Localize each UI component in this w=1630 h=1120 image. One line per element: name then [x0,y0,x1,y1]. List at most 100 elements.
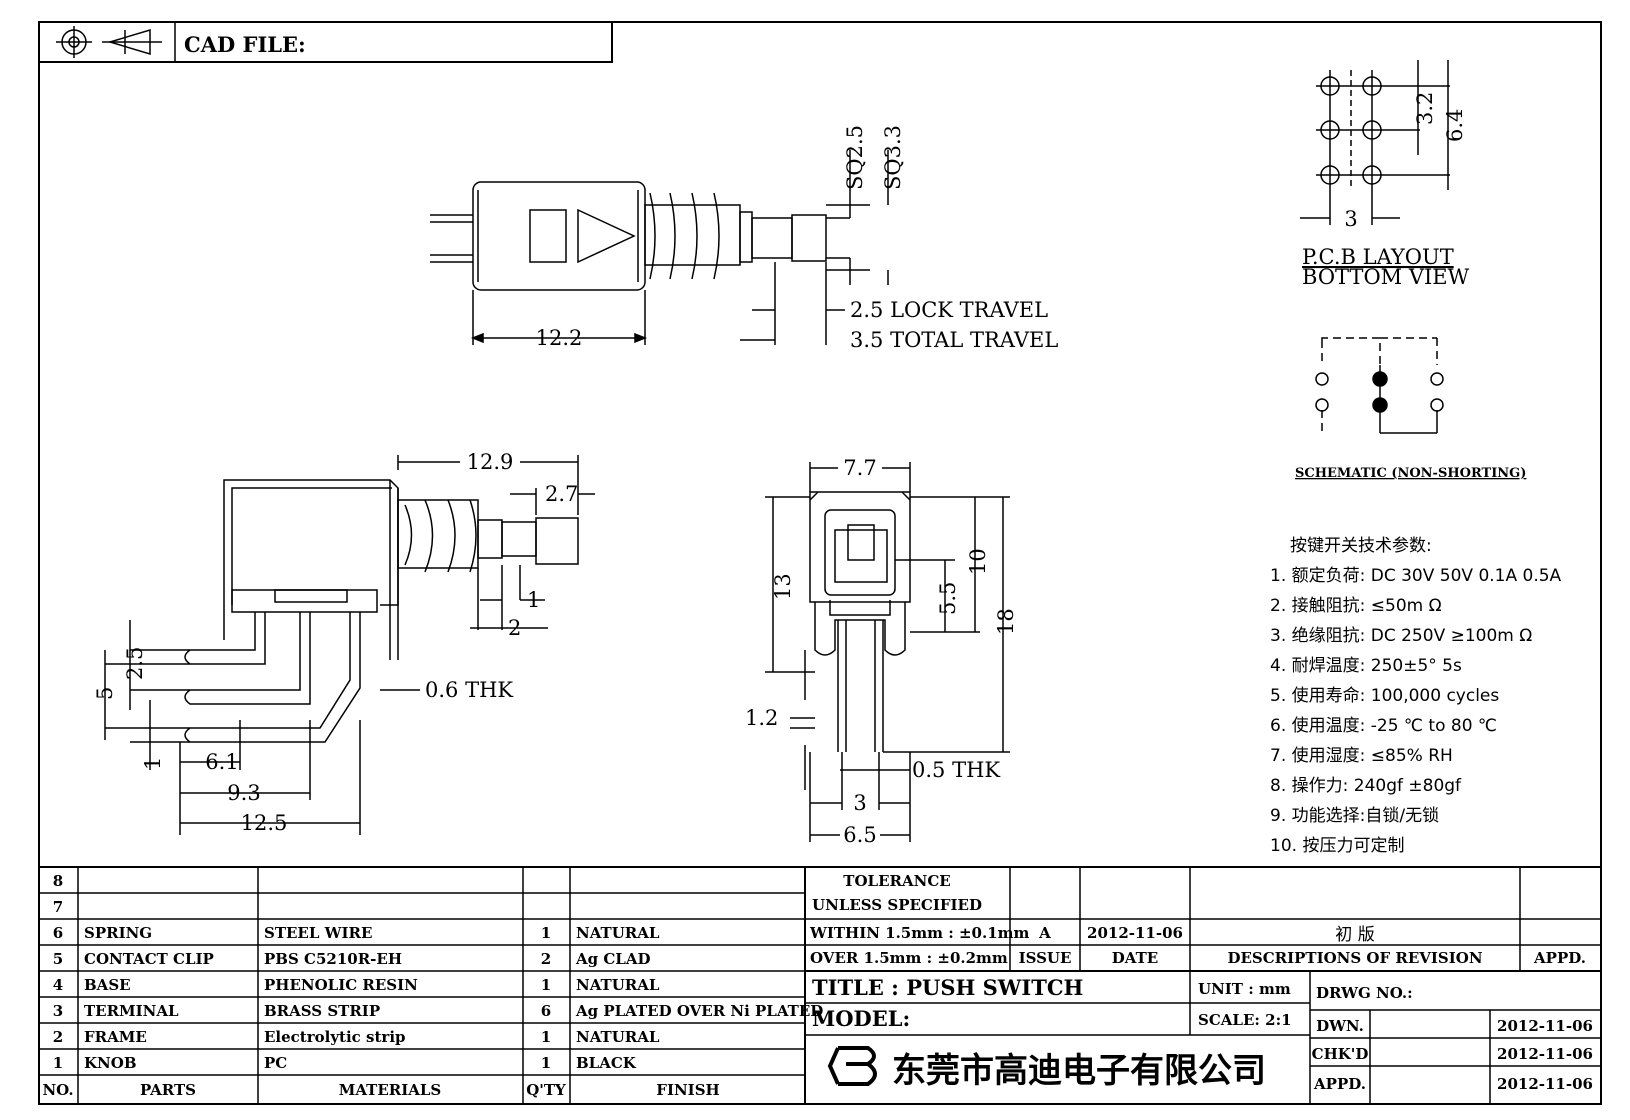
company-logo-icon [827,1046,877,1086]
bom-cell-qty: 1 [541,1054,551,1072]
projection-symbol-icon [56,26,162,58]
unit-label: UNIT : mm [1198,980,1291,998]
bom-cell-no: 4 [53,976,63,994]
bom-table [39,866,1601,1104]
bom-cell-no: 1 [53,1054,63,1072]
front-dim-3: 3 [853,791,866,815]
bom-cell-material: PHENOLIC RESIN [264,976,418,994]
specs-list: 按键开关技术参数: 1. 额定负荷: DC 30V 50V 0.1A 0.5A … [1270,536,1562,856]
spec-item: 1. 额定负荷: DC 30V 50V 0.1A 0.5A [1270,566,1562,586]
title-label: TITLE : PUSH SWITCH [812,975,1083,1000]
bom-cell-part: FRAME [84,1028,147,1046]
bom-cell-material: BRASS STRIP [264,1002,380,1020]
spec-item: 5. 使用寿命: 100,000 cycles [1270,685,1499,706]
bom-cell-no: 6 [53,924,63,942]
bom-cell-no: 3 [53,1002,63,1020]
bom-cell-qty: 2 [541,950,551,968]
chkd-date: 2012-11-06 [1497,1045,1593,1063]
side-dim-1: 1 [527,588,540,612]
schematic: SCHEMATIC (NON-SHORTING) [1295,337,1526,481]
header-block: CAD FILE: [38,21,613,63]
bom-cell-part: TERMINAL [84,1002,179,1020]
front-dim-10: 10 [966,548,990,575]
within-tolerance: WITHIN 1.5mm : ±0.1mm [809,924,1030,942]
spec-item: 6. 使用温度: -25 ℃ to 80 ℃ [1270,715,1497,736]
front-dim-5-5: 5.5 [936,582,960,615]
chkd-label: CHK'D [1312,1045,1369,1063]
bom-cell-no: 7 [53,898,63,916]
bom-cell-part: SPRING [84,924,152,942]
total-travel-label: 3.5 TOTAL TRAVEL [850,328,1058,352]
bom-header-no: NO. [42,1081,73,1099]
company-name: 东莞市高迪电子有限公司 [892,1051,1266,1091]
side-dim-2-5: 2.5 [123,647,147,680]
issue-value: A [1038,924,1051,942]
tolerance-label: TOLERANCE [843,872,950,890]
bom-cell-finish: Ag CLAD [575,950,650,968]
side-dim-9-3: 9.3 [227,781,260,805]
side-dim-6-1: 6.1 [205,750,238,774]
model-label: MODEL: [812,1006,910,1031]
spec-item: 2. 接触阻抗: ≤50m Ω [1270,596,1442,616]
bom-cell-qty: 1 [541,976,551,994]
pcb-layout: 3.2 6.4 3 P.C.B LAYOUT BOTTOM VIEW [1300,60,1470,289]
side-dim-2-7: 2.7 [545,482,578,506]
front-dim-6-5: 6.5 [843,823,876,847]
spec-item: 7. 使用湿度: ≤85% RH [1270,745,1453,766]
dim-sq3-3: SQ3.3 [881,125,905,190]
title-block [805,867,1601,1104]
appd-label: APPD. [1313,1075,1366,1093]
front-thk-label: 0.5 THK [912,758,1000,782]
bom-cell-finish: NATURAL [576,924,660,942]
bom-header-material: MATERIALS [339,1081,442,1099]
appd-date: 2012-11-06 [1497,1075,1593,1093]
bom-cell-qty: 1 [541,1028,551,1046]
side-view: 12.9 2.7 1 2 0.6 THK 2.5 5 1 6.1 9.3 [93,450,595,835]
front-dim-18: 18 [994,608,1018,635]
side-dim-12-5: 12.5 [241,811,288,835]
side-dim-5: 5 [93,687,117,700]
bom-cell-qty: 1 [541,924,551,942]
title-block-text: TOLERANCE UNLESS SPECIFIED WITHIN 1.5mm … [809,872,1593,1093]
side-dim-12-9: 12.9 [467,450,514,474]
front-dim-1-2: 1.2 [745,706,778,730]
bom-cell-no: 8 [53,872,63,890]
lock-travel-label: 2.5 LOCK TRAVEL [850,298,1048,322]
spec-item: 9. 功能选择:自锁/无锁 [1270,806,1439,826]
bottom-view-label: BOTTOM VIEW [1302,265,1470,289]
top-view: 12.2 SQ2.5 SQ3.3 2.5 LOCK TRAVEL 3.5 TOT… [430,125,1058,352]
pcb-dim-3-2: 3.2 [1413,92,1437,125]
bom-cell-part: BASE [84,976,131,994]
bom-cell-no: 2 [53,1028,63,1046]
dwn-date: 2012-11-06 [1497,1017,1593,1035]
date-value: 2012-11-06 [1087,924,1183,942]
unless-specified-label: UNLESS SPECIFIED [812,896,982,914]
descriptions-header: DESCRIPTIONS OF REVISION [1227,949,1482,967]
specs-title: 按键开关技术参数: [1290,536,1432,556]
spec-item: 10. 按压力可定制 [1270,836,1404,856]
appd-header: APPD. [1533,949,1586,967]
front-dim-13: 13 [771,573,795,600]
cad-file-label: CAD FILE: [184,32,306,57]
revision-description: 初 版 [1335,925,1374,945]
front-dim-7-7: 7.7 [843,456,876,480]
over-tolerance: OVER 1.5mm : ±0.2mm [810,949,1008,967]
pcb-layout-label: P.C.B LAYOUT [1302,245,1454,269]
pcb-dim-6-4: 6.4 [1443,109,1467,142]
bom-header-finish: FINISH [656,1081,719,1099]
dim-12-2: 12.2 [536,326,583,350]
dwn-label: DWN. [1316,1017,1364,1035]
bom-cell-finish: BLACK [576,1054,637,1072]
front-view: 7.7 13 10 5.5 18 1.2 0.5 THK 3 6.5 [745,456,1018,847]
spec-item: 3. 绝缘阻抗: DC 250V ≥100m Ω [1270,626,1532,646]
bom-cell-no: 5 [53,950,63,968]
issue-header: ISSUE [1019,949,1072,967]
date-header: DATE [1112,949,1158,967]
bom-cell-part: KNOB [84,1054,137,1072]
bom-cell-material: PC [264,1054,287,1072]
spec-item: 4. 耐焊温度: 250±5° 5s [1270,656,1462,676]
bom-cell-finish: NATURAL [576,1028,660,1046]
bom-cell-finish: NATURAL [576,976,660,994]
